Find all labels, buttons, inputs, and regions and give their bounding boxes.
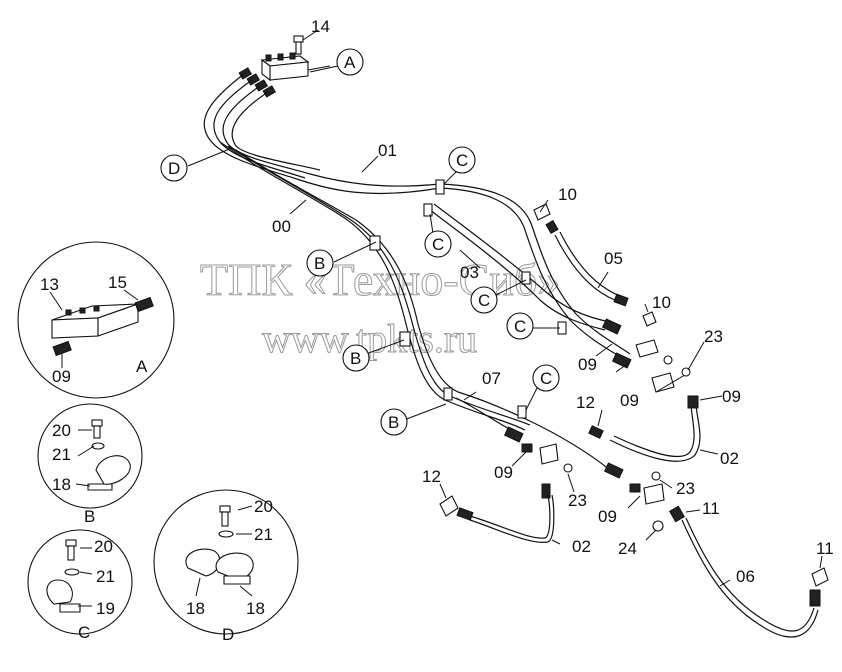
fitting-12-right [588,395,699,439]
hose-07 [455,397,516,433]
top-manifold-block [260,52,331,82]
detail-B-label-20: 20 [52,421,71,440]
detail-D-title: D [222,625,234,644]
label-14: 14 [311,17,330,36]
hose-02-left [469,494,551,539]
part-labels: 14 01 00 03 10 05 10 23 09 09 09 12 07 0… [272,17,834,586]
manifold-fittings [238,67,277,98]
detail-C-label-20: 20 [94,537,113,556]
detail-C-label-21: 21 [96,567,115,586]
fitting-11-end [809,567,829,607]
label-03: 03 [460,263,479,282]
callout-circle-B-2: B [342,344,370,372]
detail-D-label-21: 21 [254,525,273,544]
detail-D-label-20: 20 [254,497,273,516]
svg-text:C: C [478,291,490,310]
hose-bundle [203,73,631,471]
label-12-left: 12 [422,467,441,486]
label-09-d: 09 [494,463,513,482]
detail-A-label-13: 13 [40,275,59,294]
detail-C-label-19: 19 [96,599,115,618]
svg-text:B: B [388,413,399,432]
detail-A-label-09: 09 [52,367,71,386]
detail-A-title: A [136,357,148,376]
label-01: 01 [378,141,397,160]
watermark-url: www.tpkts.ru [262,316,477,361]
detail-A: 13 15 09 A [17,241,175,399]
callout-circle-C-5: C [532,364,560,392]
svg-text:C: C [456,151,468,170]
label-24: 24 [618,539,637,558]
label-11-end: 11 [816,539,834,558]
detail-D: 20 21 18 18 D [153,489,299,644]
valve-fittings-right [601,318,691,393]
callout-circle-B-3: B [380,408,408,436]
fitting-10-elbow [533,203,559,235]
svg-text:B: B [350,349,361,368]
detail-B-label-18: 18 [52,475,71,494]
detail-D-label-18-left: 18 [186,599,205,618]
detail-B: 20 21 18 B [37,403,143,526]
detail-B-title: B [84,507,95,526]
svg-text:C: C [540,369,552,388]
detail-B-label-21: 21 [52,445,71,464]
svg-text:A: A [344,53,356,72]
callout-circle-C-1: C [448,146,476,174]
detail-D-label-18-right: 18 [246,599,265,618]
label-12-right: 12 [576,393,595,412]
svg-text:C: C [432,235,444,254]
callout-circle-B-1: B [306,249,334,277]
callout-circle-C-3: C [470,286,498,314]
label-10-top: 10 [558,185,577,204]
label-23-mid: 23 [568,491,587,510]
label-23-top: 23 [704,327,723,346]
detail-C: 20 21 19 C [27,529,133,642]
watermark-company: ТПК «Техно-Сиб» [200,254,560,305]
hose-06 [681,519,819,638]
fitting-12-left [439,495,474,521]
detail-C-title: C [78,623,90,642]
hose-02-right [609,404,701,462]
hose-05 [554,234,616,301]
label-09-a: 09 [578,355,597,374]
label-07: 07 [482,369,501,388]
label-09-b: 09 [620,391,639,410]
callout-circle-C-2: C [424,230,452,258]
svg-text:C: C [514,317,526,336]
label-10-mid: 10 [652,293,671,312]
label-02-right: 02 [720,449,739,468]
label-06: 06 [736,567,755,586]
leader-lines [289,155,823,587]
bolt-14 [293,35,304,55]
detail-A-label-15: 15 [108,273,127,292]
label-09-e: 09 [598,507,617,526]
callout-circle-D: D [160,154,188,182]
label-11-mid: 11 [702,499,720,518]
label-05: 05 [604,249,623,268]
svg-text:D: D [168,159,180,178]
label-00: 00 [272,217,291,236]
callout-arrows [187,65,560,421]
label-02-left: 02 [572,537,591,556]
callout-circle-A: A [336,48,364,76]
label-09-c: 09 [722,387,741,406]
lower-fittings [503,426,686,532]
fitting-05-end [613,293,657,327]
callout-circle-C-4: C [506,312,534,340]
label-23-right: 23 [676,479,695,498]
svg-text:B: B [314,254,325,273]
